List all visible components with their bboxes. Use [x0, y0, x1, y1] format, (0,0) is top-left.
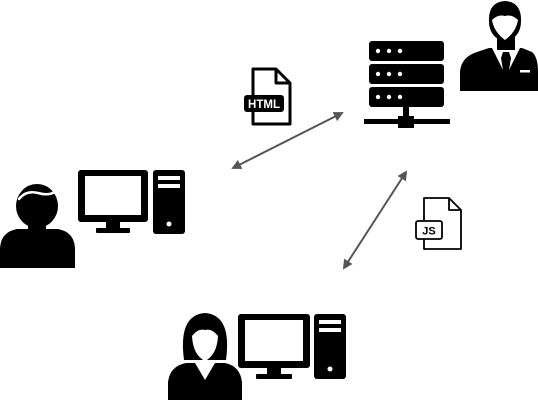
server-icon — [364, 41, 450, 128]
html-file-label: HTML — [248, 99, 280, 111]
desktop-computer-icon — [78, 170, 185, 234]
js-file-label: JS — [422, 226, 435, 238]
admin-person-icon — [460, 1, 538, 91]
server-to-user2-arrow — [342, 170, 408, 270]
desktop-computer-icon — [238, 314, 346, 379]
man-person-icon — [0, 184, 75, 268]
woman-person-icon — [168, 313, 242, 400]
html-file-icon: HTML — [244, 67, 292, 126]
js-file-icon: JS — [415, 197, 462, 250]
server-to-user-arrow — [231, 112, 344, 169]
